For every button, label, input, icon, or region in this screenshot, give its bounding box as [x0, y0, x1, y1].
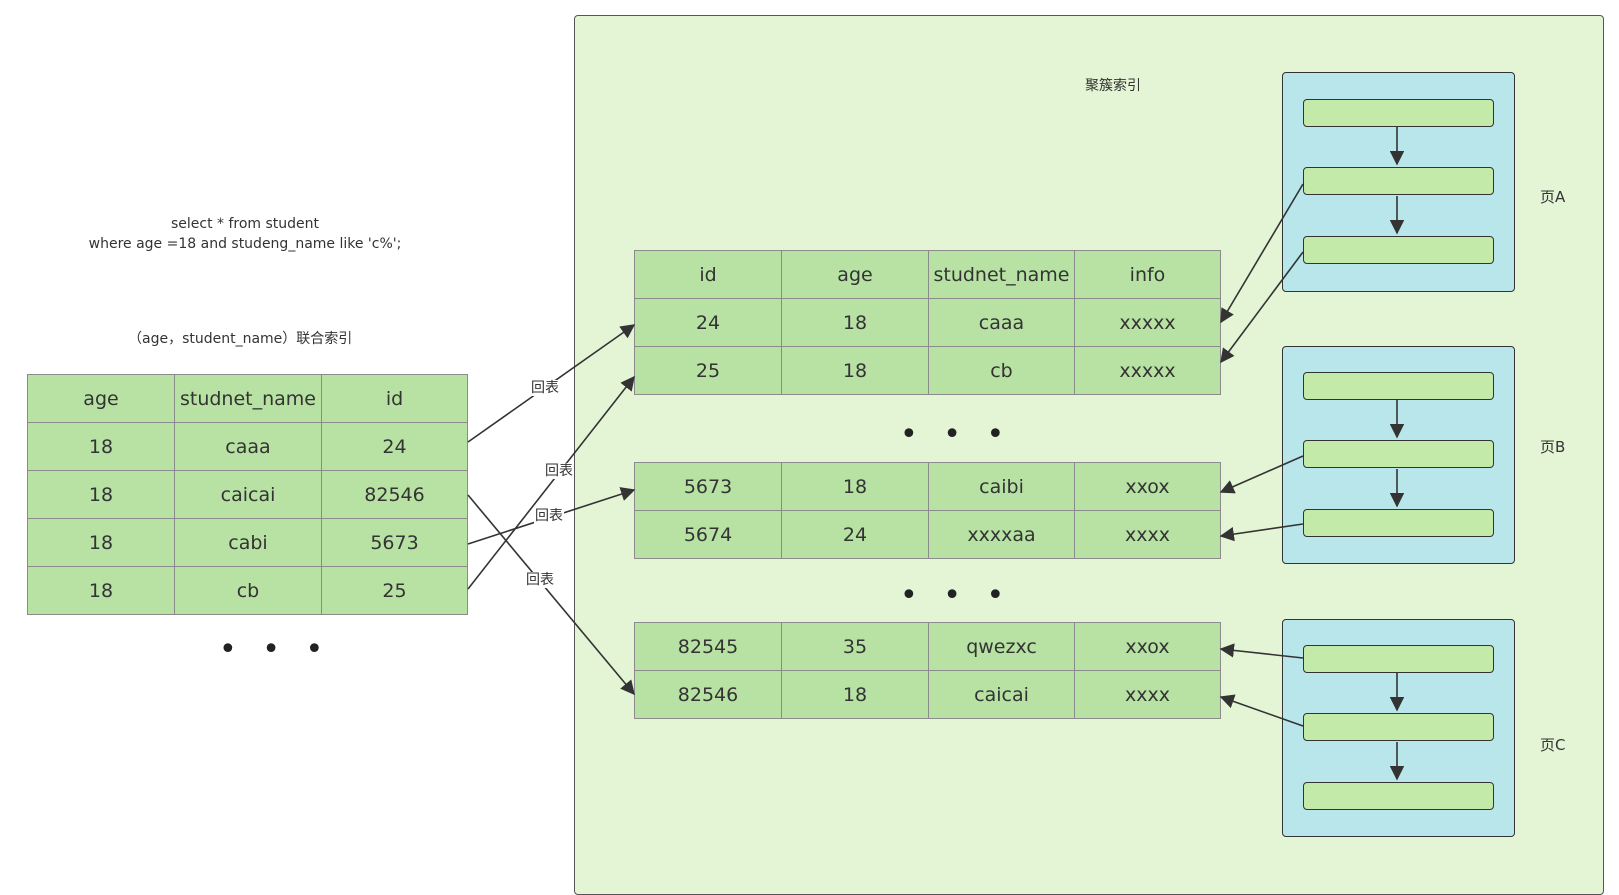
page-a-record-3: [1303, 236, 1494, 264]
table-row: 18 cb 25: [27, 566, 468, 615]
page-b-box: [1282, 346, 1515, 564]
page-a-pointer-2: [1220, 251, 1304, 364]
table-cell: cb: [174, 566, 322, 615]
table-cell: 25: [634, 346, 782, 395]
page-c-pointer-2: [1219, 694, 1304, 727]
table-cell: cb: [928, 346, 1075, 395]
page-a-pointer-1: [1220, 183, 1304, 324]
index-ellipsis: • • •: [219, 632, 332, 667]
table-row: 82545 35 qwezxc xxox: [634, 622, 1221, 671]
table-cell: 24: [781, 510, 929, 559]
page-a-record-1: [1303, 99, 1494, 127]
page-a-record-2: [1303, 167, 1494, 195]
lookup-label: 回表: [544, 463, 574, 479]
table-row: 18 cabi 5673: [27, 518, 468, 567]
page-b-record-2: [1303, 440, 1494, 468]
lookup-label: 回表: [525, 572, 555, 588]
connector-layer: [467, 127, 1405, 781]
table-row: 5673 18 caibi xxox: [634, 462, 1221, 511]
table-cell: 5674: [634, 510, 782, 559]
page-b-pointer-1: [1219, 455, 1304, 494]
clustered-table-group-c: 82545 35 qwezxc xxox 82546 18 caicai xxx…: [634, 622, 1221, 719]
table-cell: xxxx: [1074, 670, 1221, 719]
table-cell: 18: [781, 670, 929, 719]
table-cell: xxxxx: [1074, 298, 1221, 347]
page-c-label: 页C: [1540, 736, 1566, 754]
clustered-table-group-b: 5673 18 caibi xxox 5674 24 xxxxaa xxxx: [634, 462, 1221, 559]
lookup-label: 回表: [530, 380, 560, 396]
table-row: 5674 24 xxxxaa xxxx: [634, 510, 1221, 559]
header-cell: age: [781, 250, 929, 299]
table-row: 82546 18 caicai xxxx: [634, 670, 1221, 719]
page-b-label: 页B: [1540, 438, 1566, 456]
table-cell: caicai: [174, 470, 322, 519]
table-cell: xxox: [1074, 462, 1221, 511]
table-row: 18 caicai 82546: [27, 470, 468, 519]
page-b-record-3: [1303, 509, 1494, 537]
page-c-record-3: [1303, 782, 1494, 810]
page-b-record-1: [1303, 372, 1494, 400]
table-cell: 18: [27, 566, 175, 615]
table-cell: 82545: [634, 622, 782, 671]
table-cell: 25: [321, 566, 468, 615]
header-cell: studnet_name: [928, 250, 1075, 299]
table-cell: 18: [27, 518, 175, 567]
page-c-box: [1282, 619, 1515, 837]
lookup-arrow-25: [467, 375, 635, 590]
table-header-row: age studnet_name id: [27, 374, 468, 423]
table-cell: caaa: [928, 298, 1075, 347]
lookup-arrow-82546: [467, 494, 635, 696]
header-cell: info: [1074, 250, 1221, 299]
table-cell: caicai: [928, 670, 1075, 719]
clustered-ellipsis-2: • • •: [900, 578, 1013, 613]
page-c-record-2: [1303, 713, 1494, 741]
clustered-table-group-a: id age studnet_name info 24 18 caaa xxxx…: [634, 250, 1221, 395]
page-c-pointer-1: [1219, 643, 1304, 659]
clustered-ellipsis-1: • • •: [900, 417, 1013, 452]
table-cell: 82546: [634, 670, 782, 719]
table-cell: 35: [781, 622, 929, 671]
table-cell: 18: [27, 422, 175, 471]
table-header-row: id age studnet_name info: [634, 250, 1221, 299]
composite-index-table: age studnet_name id 18 caaa 24 18 caicai…: [27, 374, 468, 615]
table-cell: 5673: [634, 462, 782, 511]
table-cell: 18: [781, 462, 929, 511]
table-cell: 5673: [321, 518, 468, 567]
page-a-box: [1282, 72, 1515, 292]
header-cell: studnet_name: [174, 374, 322, 423]
sql-query: select * from student where age =18 and …: [60, 214, 430, 254]
table-cell: caibi: [928, 462, 1075, 511]
table-cell: xxxxx: [1074, 346, 1221, 395]
table-cell: 18: [781, 346, 929, 395]
table-cell: qwezxc: [928, 622, 1075, 671]
clustered-index-title: 聚簇索引: [1085, 78, 1141, 94]
sql-query-line-1: select * from student: [170, 216, 320, 232]
table-cell: 82546: [321, 470, 468, 519]
table-cell: xxxx: [1074, 510, 1221, 559]
page-c-record-1: [1303, 645, 1494, 673]
page-a-label: 页A: [1540, 188, 1566, 206]
composite-index-caption: （age，student_name）联合索引: [128, 331, 353, 347]
sql-query-line-2: where age =18 and studeng_name like 'c%'…: [88, 236, 402, 252]
header-cell: id: [321, 374, 468, 423]
table-row: 25 18 cb xxxxx: [634, 346, 1221, 395]
page-b-pointer-2: [1219, 523, 1304, 542]
lookup-label: 回表: [534, 508, 564, 524]
